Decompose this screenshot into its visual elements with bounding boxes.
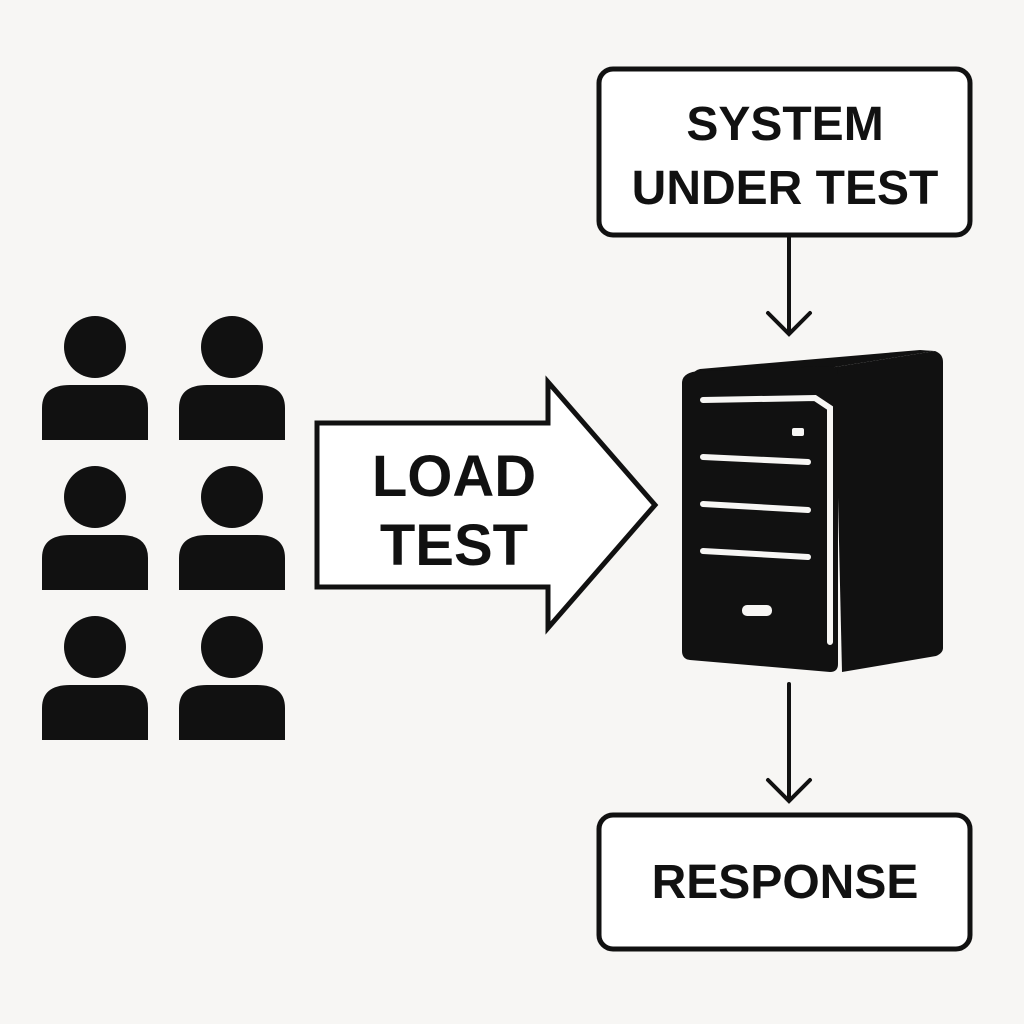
person-icon — [179, 616, 285, 740]
load-test-arrow: LOAD TEST — [314, 375, 659, 635]
response-label: RESPONSE — [652, 856, 919, 909]
person-icon — [179, 316, 285, 440]
server-side-panel — [835, 351, 943, 672]
server-front-panel — [682, 366, 838, 672]
server-drive-bays — [700, 394, 833, 645]
users-group — [42, 316, 285, 740]
response-box: RESPONSE — [596, 812, 973, 952]
system-under-test-box: SYSTEM UNDER TEST — [596, 66, 973, 238]
person-icon — [179, 466, 285, 590]
arrow-down-to-response — [766, 682, 812, 804]
system-under-test-label-line1: SYSTEM — [686, 98, 883, 151]
response-frame — [596, 812, 973, 952]
arrow-down-to-server — [766, 234, 812, 337]
system-under-test-frame — [596, 66, 973, 238]
load-test-label-line1: LOAD — [372, 444, 536, 509]
load-test-label-line2: TEST — [380, 513, 528, 578]
server-tower-icon — [682, 350, 943, 672]
server-indicator-light — [792, 428, 804, 436]
arrow-outline — [314, 375, 659, 635]
server-power-slot — [742, 605, 772, 616]
person-icon — [42, 616, 148, 740]
person-icon — [42, 466, 148, 590]
person-icon — [42, 316, 148, 440]
system-under-test-label-line2: UNDER TEST — [632, 162, 939, 215]
